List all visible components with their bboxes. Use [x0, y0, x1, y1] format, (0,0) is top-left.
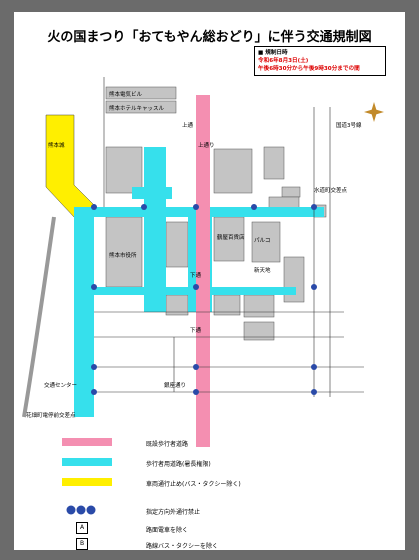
schedule-time: 午後6時30分から午後9時30分までの間: [258, 66, 360, 72]
legend-text: 路面電車を除く: [146, 527, 189, 534]
box-b-icon: B: [76, 538, 88, 550]
signal-icon: [193, 364, 199, 370]
block: [213, 148, 253, 194]
block: [263, 146, 285, 180]
legend-bus: B 路線バス・タクシーを除く: [54, 536, 354, 552]
label-dept-blue: 熊本電気ビル: [109, 90, 143, 98]
signal-icon: [91, 284, 97, 290]
label-parco: パルコ: [254, 237, 270, 244]
label-hotel: 熊本ホテルキャッスル: [109, 104, 165, 112]
block: [281, 186, 301, 198]
signal-icon: [91, 364, 97, 370]
legend-text: 歩行者用道路(暑長権限): [146, 461, 211, 468]
signal-icon: [311, 204, 317, 210]
cyan-road: [74, 287, 296, 295]
map-labels: 熊本市役所 鶴屋百貨店 パルコ 熊本電気ビル 熊本ホテルキャッスル 上通 上通り…: [26, 90, 362, 419]
label-ginza: 銀座通り: [164, 381, 186, 389]
map-title: 火の国まつり「おてもやん総おどり」に伴う交通規制図: [47, 30, 372, 45]
schedule-heading: ■ 規制日時: [258, 50, 288, 56]
label-route3: 国道3号線: [336, 121, 362, 129]
label-suidocho: 水道町交差点: [314, 186, 348, 194]
signal-icon: [311, 284, 317, 290]
block: [213, 216, 245, 262]
block: [283, 256, 305, 303]
label-kamitori: 上通: [182, 121, 194, 129]
compass-icon: [364, 102, 384, 122]
no-entry-icon: [66, 505, 96, 515]
block: [165, 221, 189, 268]
label-shimotori-sign: 下通: [190, 326, 202, 334]
legend-swatch-cyan: [62, 458, 112, 466]
label-tsuruya: 鶴屋百貨店: [217, 233, 245, 241]
legend-closed: 車両通行止め(バス・タクシー除く): [54, 474, 354, 490]
block: [105, 216, 143, 288]
signal-icon: [141, 204, 147, 210]
block: [105, 100, 177, 114]
legend-text: 指定方向外通行禁止: [146, 509, 201, 516]
signal-icon: [251, 204, 257, 210]
closed-zone: [45, 114, 97, 218]
signal-icon: [193, 389, 199, 395]
signal-icon: [91, 389, 97, 395]
pink-road: [196, 95, 210, 447]
cyan-road: [74, 207, 94, 417]
label-city-office: 熊本市役所: [109, 251, 137, 259]
label-shimotori: 下通: [190, 271, 202, 279]
label-shintenchi: 新天地: [254, 266, 271, 274]
signal-icon: [311, 389, 317, 395]
label-kamitori-sign: 上通り: [198, 141, 215, 149]
legend-tram: A 路面電車を除く: [54, 520, 354, 536]
label-castle: 熊本城: [48, 141, 65, 149]
legend-text: 路線バス・タクシーを除く: [146, 543, 219, 550]
schedule-box: ■ 規制日時 令和6年8月3日(土) 午後6時30分から午後9時30分までの間: [254, 46, 386, 76]
map-page: 火の国まつり「おてもやん総おどり」に伴う交通規制図 ■ 規制日時 令和6年8月3…: [14, 12, 405, 550]
signal-icon: [311, 364, 317, 370]
legend-text: 既設歩行者道路: [146, 441, 189, 448]
traffic-signals: [91, 204, 317, 395]
block: [251, 221, 281, 263]
block: [105, 146, 143, 194]
schedule-date: 令和6年8月3日(土): [258, 58, 309, 64]
road-lines: [94, 77, 364, 397]
city-blocks: [105, 86, 327, 341]
signal-icon: [193, 284, 199, 290]
signal-icon: [193, 204, 199, 210]
label-kotsu-center: 交通センター: [44, 381, 77, 389]
block: [105, 86, 177, 100]
legend-pedestrian-new: 歩行者用道路(暑長権限): [54, 454, 354, 470]
cyan-road: [132, 187, 172, 199]
legend-direction: 指定方向外通行禁止: [54, 502, 354, 518]
legend-swatch-yellow: [62, 478, 112, 486]
legend-text: 車両通行止め(バス・タクシー除く): [146, 481, 241, 488]
box-a-icon: A: [76, 522, 88, 534]
block: [243, 294, 275, 318]
signal-icon: [91, 204, 97, 210]
block: [243, 321, 275, 341]
legend-swatch-pink: [62, 438, 112, 446]
river: [22, 216, 56, 418]
traffic-map: 熊本市役所 鶴屋百貨店 パルコ 熊本電気ビル 熊本ホテルキャッスル 上通 上通り…: [22, 77, 384, 447]
label-hanabatacho: 花畑町電停前交差点: [26, 411, 76, 419]
legend-pedestrian: 既設歩行者道路: [54, 434, 354, 450]
